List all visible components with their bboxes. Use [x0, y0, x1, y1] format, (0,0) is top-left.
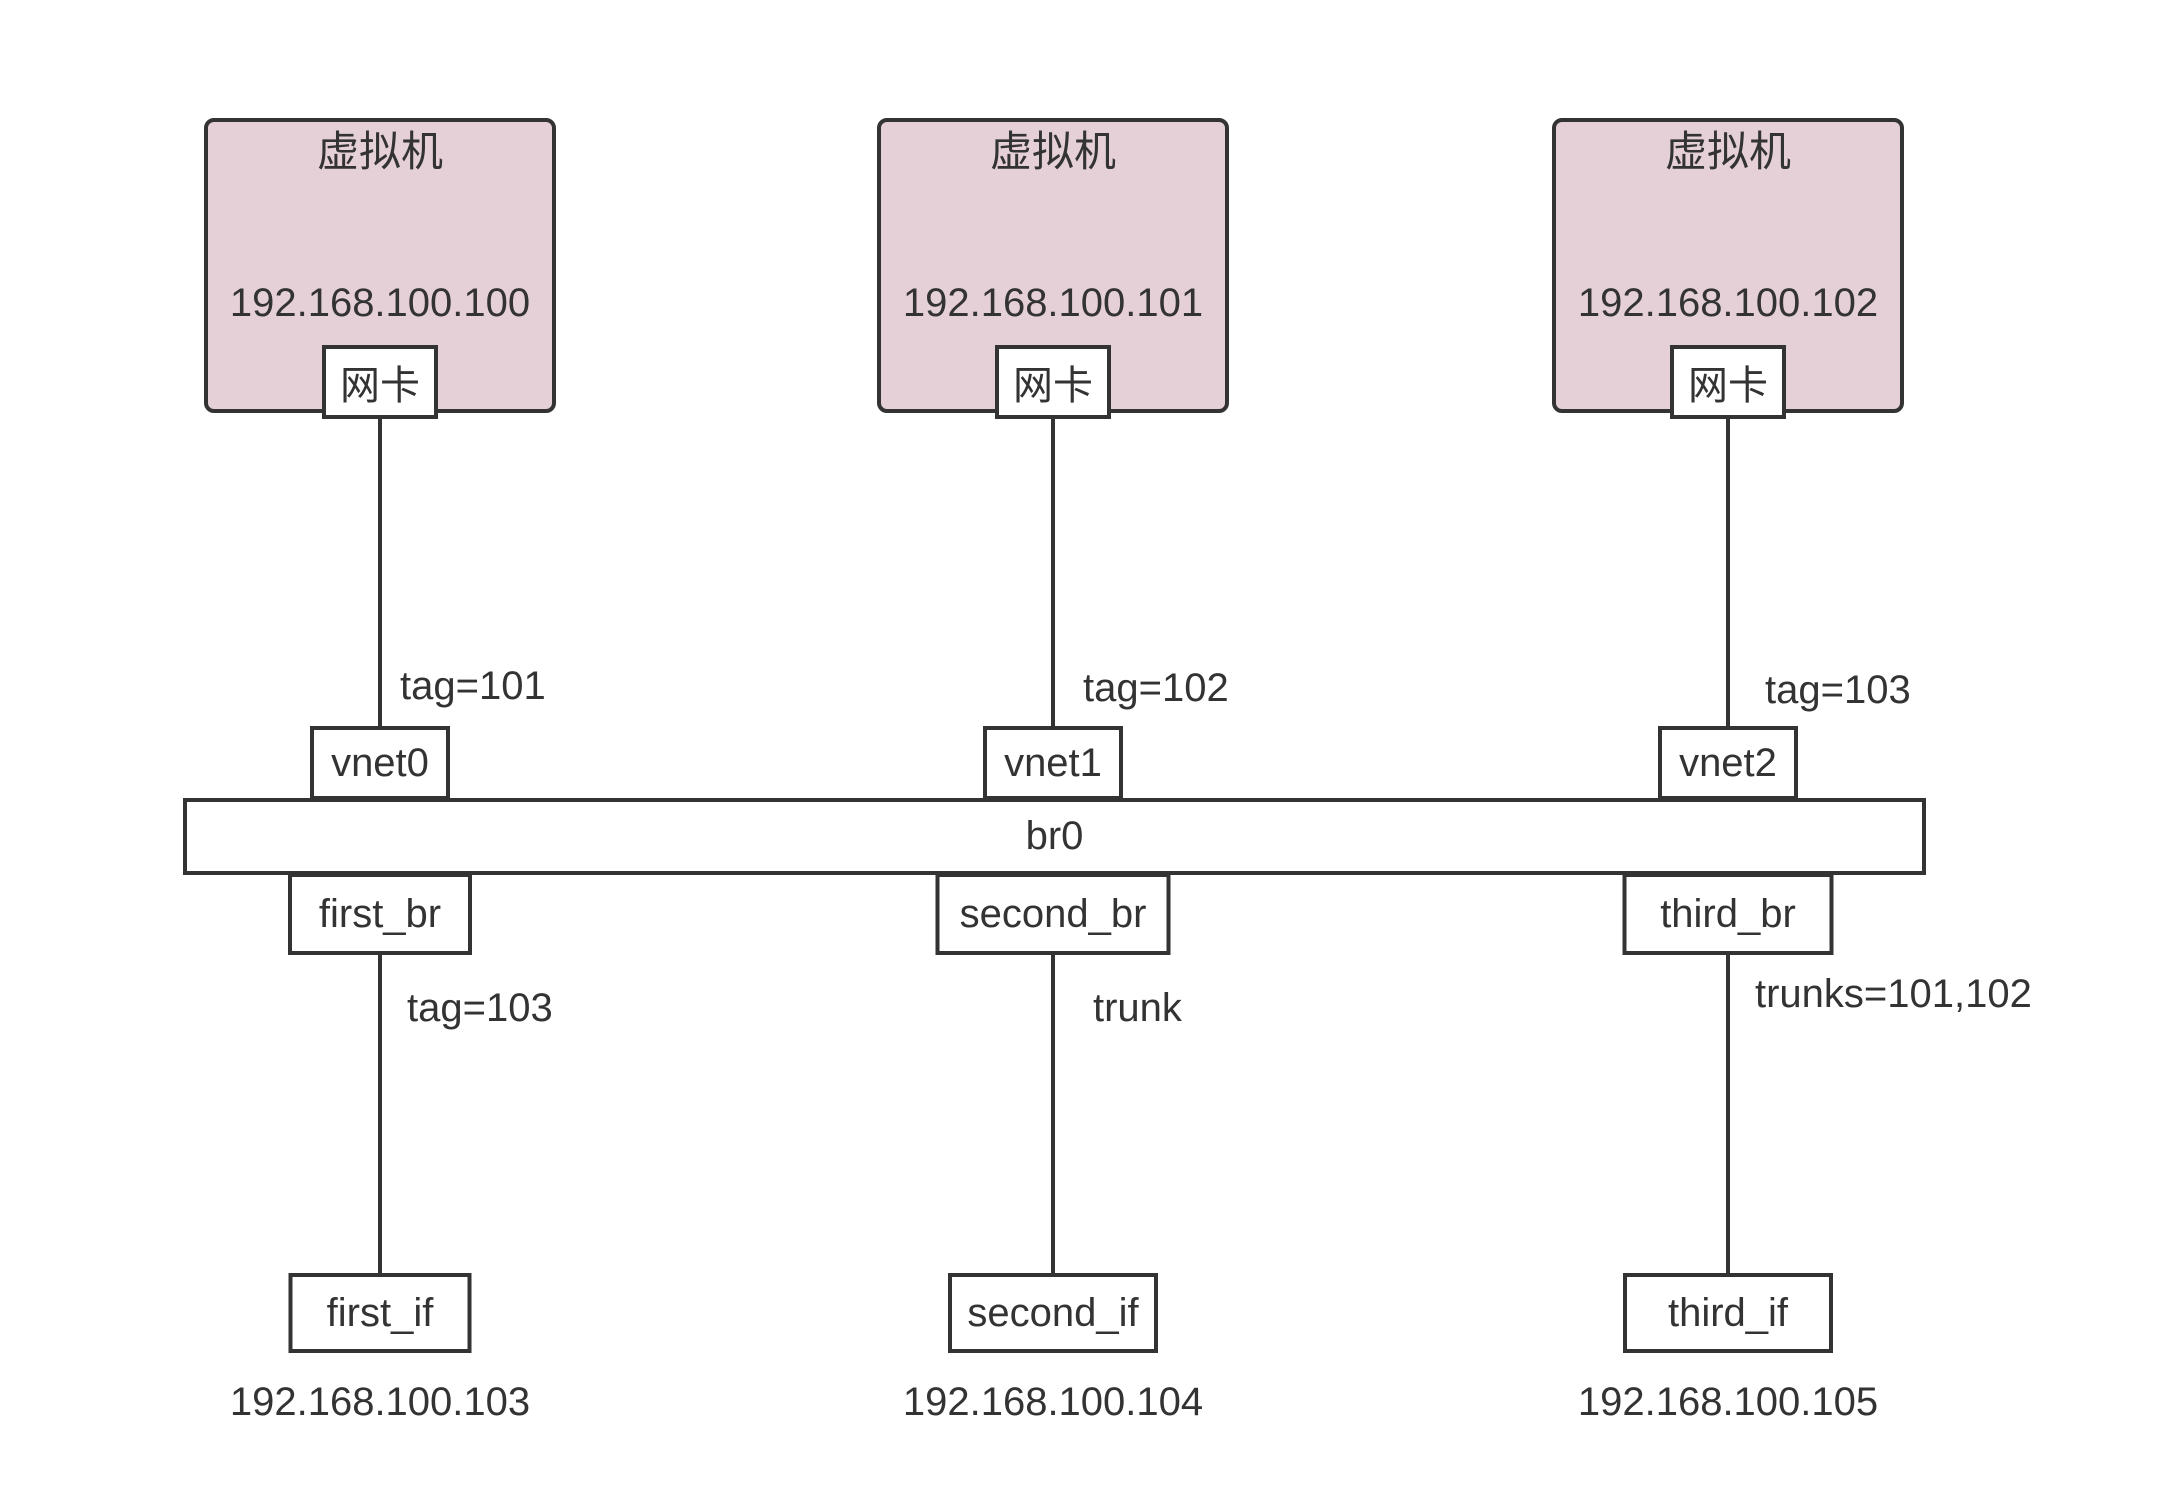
nic-to-vnet-line-2 — [1051, 411, 1055, 728]
nic-to-vnet-line-3 — [1726, 411, 1730, 728]
br-port-box-1: first_br — [288, 873, 472, 955]
br-port-box-2: second_br — [935, 873, 1171, 955]
if-box-3: third_if — [1623, 1273, 1833, 1353]
nic-box-3: 网卡 — [1670, 345, 1786, 419]
if-ip-label-3: 192.168.100.105 — [1577, 1380, 1879, 1424]
vm-ip-3: 192.168.100.102 — [1577, 281, 1879, 325]
br-tag-label-2: trunk — [1093, 986, 1182, 1030]
nic-box-2: 网卡 — [995, 345, 1111, 419]
if-box-2: second_if — [948, 1273, 1158, 1353]
vnet-box-2: vnet1 — [983, 726, 1123, 800]
br-port-box-3: third_br — [1622, 873, 1834, 955]
vm-title-1: 虚拟机 — [316, 128, 443, 175]
vnet-box-3: vnet2 — [1658, 726, 1798, 800]
vnet-tag-label-3: tag=103 — [1765, 668, 1911, 712]
br-tag-label-3: trunks=101,102 — [1755, 972, 2032, 1016]
bridge-bar: br0 — [183, 798, 1926, 875]
vnet-tag-label-1: tag=101 — [400, 664, 546, 708]
vm-box-1: 虚拟机 192.168.100.100 网卡 — [204, 118, 556, 419]
br-to-if-line-2 — [1051, 953, 1055, 1275]
if-ip-label-2: 192.168.100.104 — [902, 1380, 1204, 1424]
if-ip-label-1: 192.168.100.103 — [229, 1380, 531, 1424]
vnet-box-1: vnet0 — [310, 726, 450, 800]
br-to-if-line-3 — [1726, 953, 1730, 1275]
vnet-tag-label-2: tag=102 — [1083, 666, 1229, 710]
if-box-1: first_if — [288, 1273, 472, 1353]
vm-title-2: 虚拟机 — [989, 128, 1116, 175]
vm-ip-2: 192.168.100.101 — [902, 281, 1204, 325]
vm-box-3: 虚拟机 192.168.100.102 网卡 — [1552, 118, 1904, 419]
nic-box-1: 网卡 — [322, 345, 438, 419]
vm-box-2: 虚拟机 192.168.100.101 网卡 — [877, 118, 1229, 419]
vm-title-3: 虚拟机 — [1664, 128, 1791, 175]
nic-to-vnet-line-1 — [378, 411, 382, 728]
br-to-if-line-1 — [378, 953, 382, 1275]
vm-ip-1: 192.168.100.100 — [229, 281, 531, 325]
br-tag-label-1: tag=103 — [407, 986, 553, 1030]
